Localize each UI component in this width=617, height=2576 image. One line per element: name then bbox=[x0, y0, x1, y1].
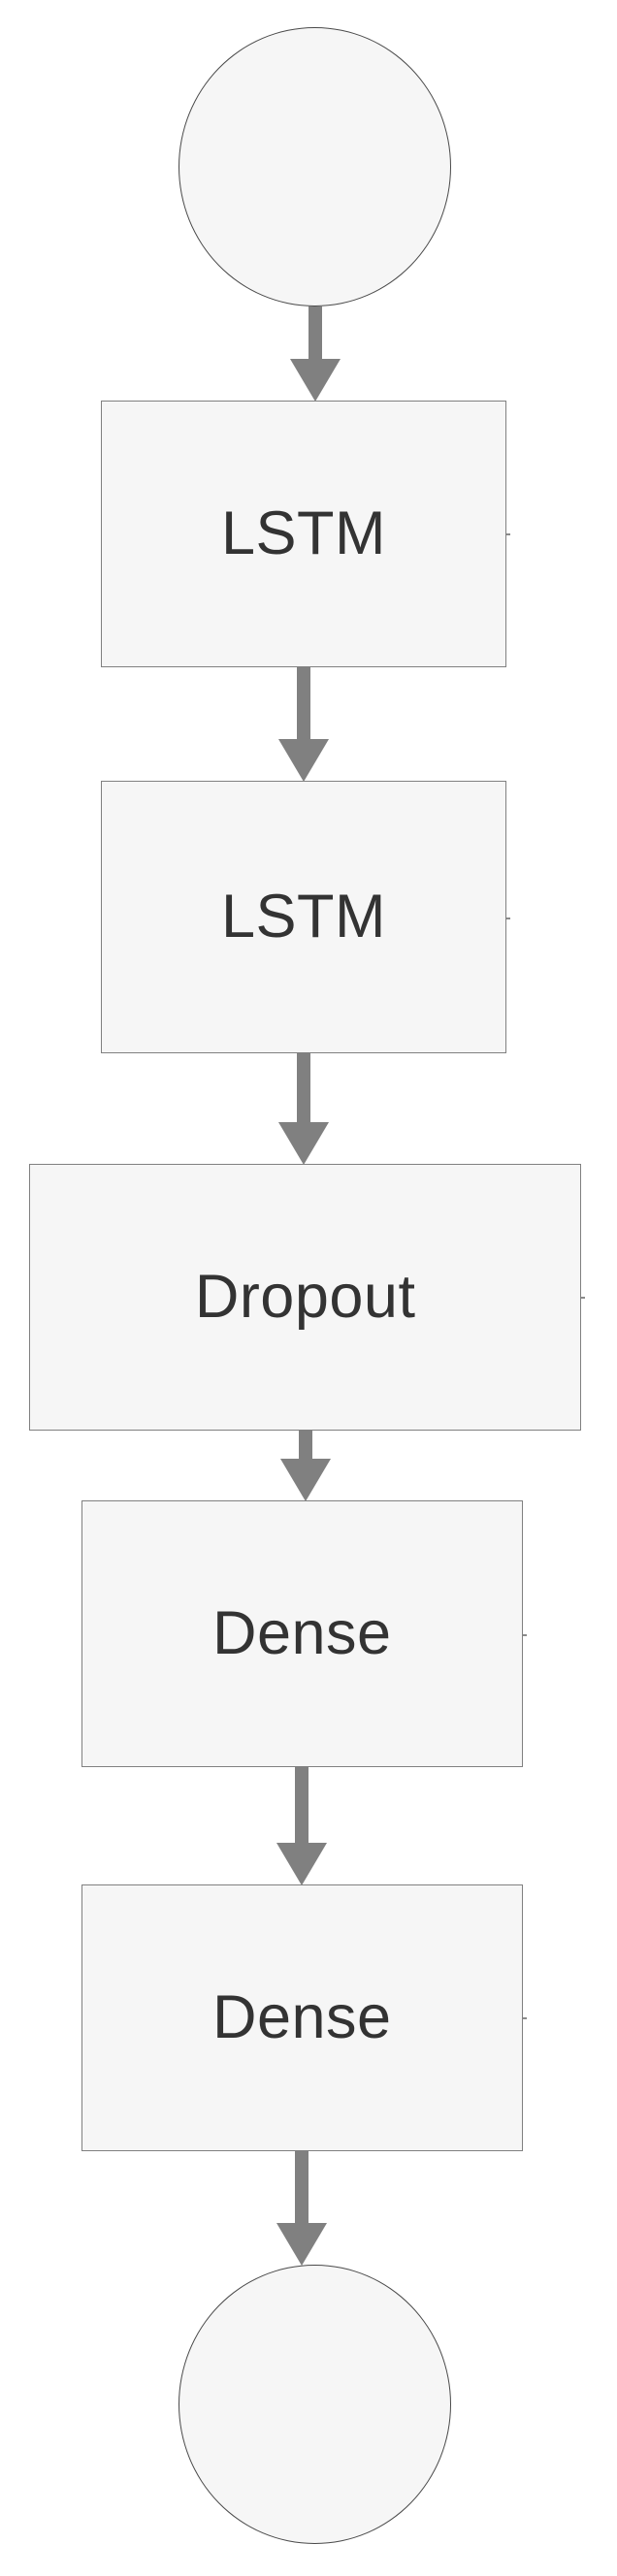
edge-shaft bbox=[296, 666, 310, 739]
arrowhead-icon bbox=[277, 738, 329, 782]
node-label-lstm-2: LSTM bbox=[220, 882, 386, 950]
node-label-dense-1: Dense bbox=[211, 1599, 392, 1668]
edge-shaft bbox=[308, 306, 322, 359]
node-label-dropout: Dropout bbox=[194, 1262, 416, 1331]
edge-tick-marker bbox=[522, 2017, 527, 2020]
edge-shaft bbox=[295, 2150, 309, 2223]
edge-tick-marker bbox=[581, 1297, 586, 1300]
node-lstm-1[interactable]: LSTM bbox=[100, 400, 507, 667]
arrowhead-icon bbox=[276, 1842, 328, 1885]
node-output[interactable] bbox=[179, 2264, 452, 2545]
edge-tick-marker bbox=[506, 533, 511, 536]
node-input[interactable] bbox=[179, 26, 452, 307]
node-dense-1[interactable]: Dense bbox=[81, 1500, 523, 1768]
node-label-dense-2: Dense bbox=[211, 1982, 392, 2051]
edge-shaft bbox=[298, 1430, 312, 1460]
edge-shaft bbox=[295, 1767, 309, 1843]
node-dropout[interactable]: Dropout bbox=[29, 1163, 582, 1431]
arrowhead-icon bbox=[277, 1121, 329, 1165]
edge-tick-marker bbox=[506, 917, 511, 919]
arrowhead-icon bbox=[276, 2222, 328, 2266]
node-lstm-2[interactable]: LSTM bbox=[100, 780, 507, 1054]
node-dense-2[interactable]: Dense bbox=[81, 1884, 523, 2151]
edge-tick-marker bbox=[522, 1633, 527, 1636]
edge-shaft bbox=[296, 1053, 310, 1122]
node-label-lstm-1: LSTM bbox=[220, 499, 386, 567]
arrowhead-icon bbox=[289, 358, 341, 402]
arrowhead-icon bbox=[279, 1459, 331, 1502]
